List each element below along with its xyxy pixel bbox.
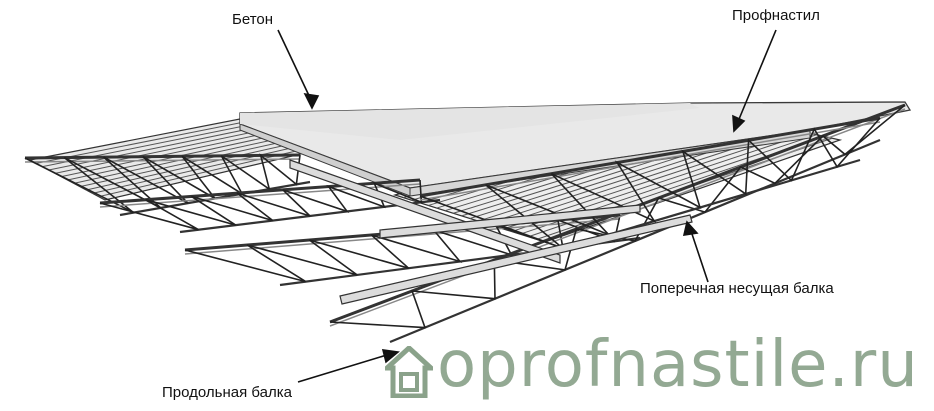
truss-top-chord <box>419 116 881 198</box>
sheet-rib <box>86 141 300 191</box>
watermark-text: oprofnastile.ru <box>437 328 919 402</box>
label-concrete: Бетон <box>232 11 274 28</box>
sheet-rib <box>54 128 270 174</box>
truss-top-chord <box>24 153 301 160</box>
watermark: oprofnastile.ru <box>385 328 925 406</box>
sheet-rib <box>92 144 306 194</box>
sheet-rib <box>61 130 276 178</box>
truss-top-chord <box>99 178 421 205</box>
label-longitudinal-beam: Продольная балка <box>162 384 292 401</box>
truss-top-chord-flange <box>419 121 881 201</box>
label-profnastil: Профнастил <box>732 7 820 24</box>
cross-beams <box>289 159 693 305</box>
truss-web <box>419 117 881 249</box>
house-icon <box>385 346 433 398</box>
sheet-rib <box>48 125 264 171</box>
leader-lines <box>277 29 777 383</box>
label-cross-beam: Поперечная несущая балка <box>640 280 834 297</box>
truss-web <box>329 104 906 329</box>
truss-top-chord-flange <box>329 108 906 327</box>
truss-web <box>184 214 621 283</box>
sheet-rib <box>42 122 258 168</box>
